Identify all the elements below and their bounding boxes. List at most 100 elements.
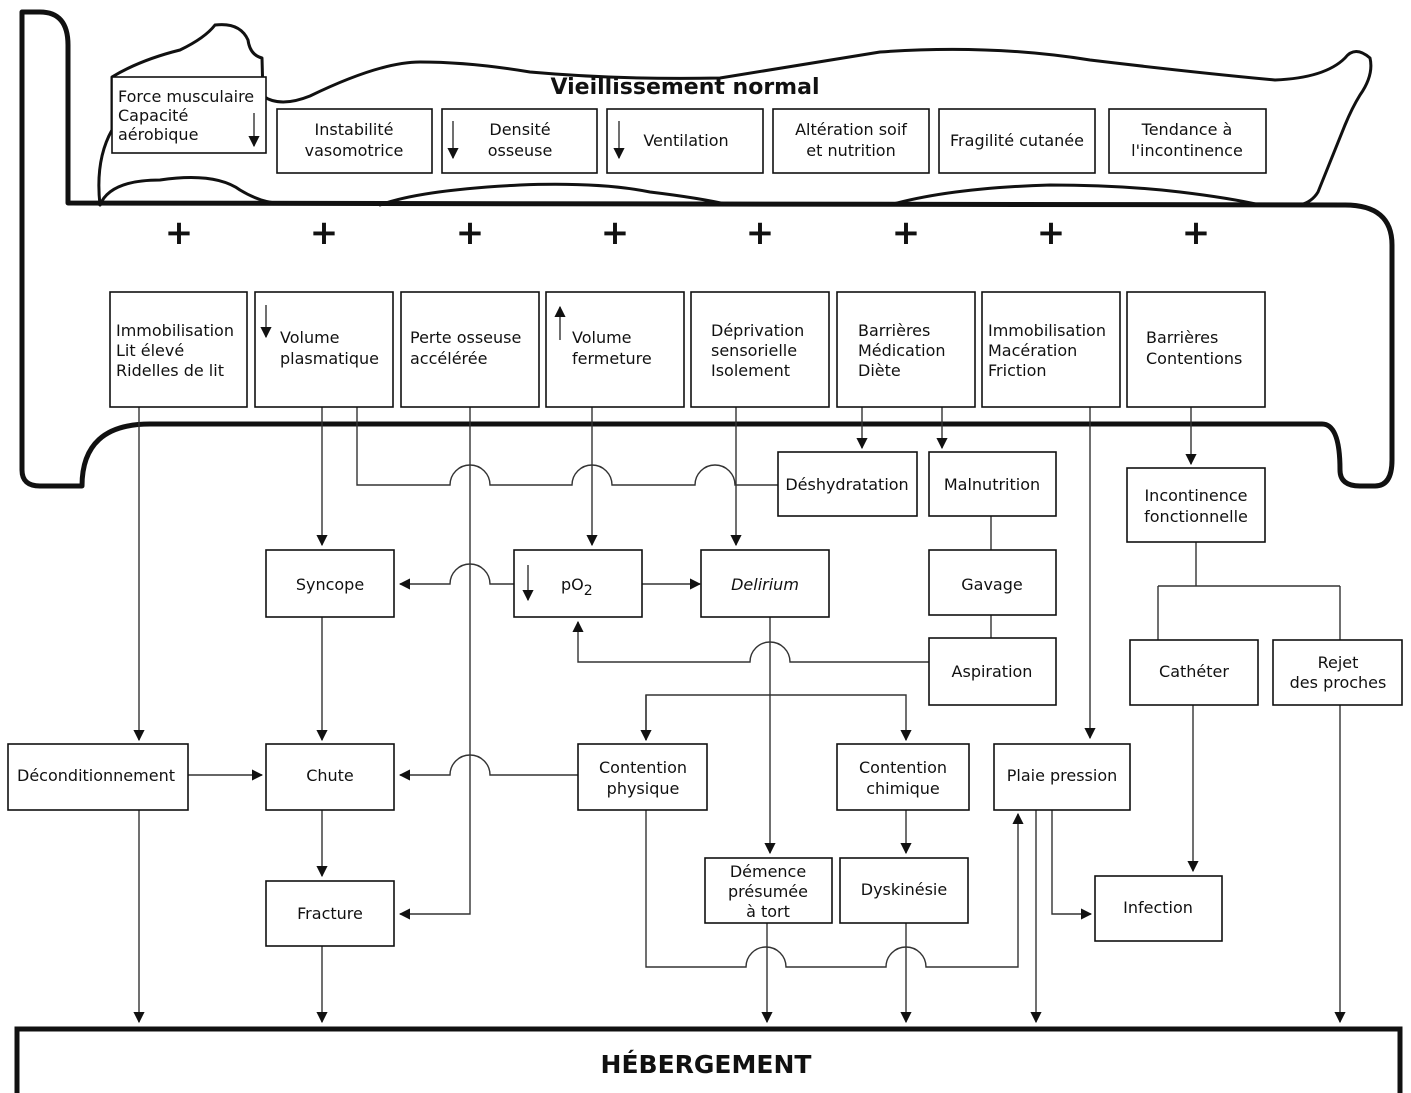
node-catheter: Cathéter: [1129, 639, 1259, 706]
node-gavage: Gavage: [928, 549, 1057, 616]
node-label: chimique: [866, 779, 940, 798]
plus-icon: +: [1037, 213, 1066, 253]
plus-signs: + + + + + + + +: [165, 213, 1211, 253]
connectors: [133, 390, 1346, 1024]
hospital-factor-line: Barrières: [858, 321, 930, 340]
node-label: Infection: [1123, 898, 1193, 917]
hospital-factor-line: Ridelles de lit: [116, 361, 224, 380]
aging-factor-incontinence: Tendance à l'incontinence: [1108, 108, 1267, 174]
aging-factor-muscle-strength: Force musculaire Capacité aérobique: [111, 76, 267, 154]
hospital-factor-line: Isolement: [711, 361, 790, 380]
node-deconditionnement: Déconditionnement: [7, 743, 189, 811]
node-malnutrition: Malnutrition: [928, 451, 1057, 517]
aging-factor-line: vasomotrice: [305, 141, 404, 160]
node-plaie-pression: Plaie pression: [993, 743, 1131, 811]
node-label: Syncope: [296, 575, 364, 594]
hospital-factor-line: Médication: [858, 341, 946, 360]
node-label: des proches: [1290, 673, 1387, 692]
aging-factors: Force musculaire Capacité aérobique Inst…: [111, 76, 1267, 174]
node-label: Contention: [859, 758, 947, 777]
node-label: fonctionnelle: [1144, 507, 1248, 526]
aging-factor-ventilation: Ventilation: [606, 108, 764, 174]
aging-factor-bone-density: Densité osseuse: [441, 108, 598, 174]
hospital-factor-line: Immobilisation: [988, 321, 1106, 340]
node-label: Gavage: [961, 575, 1022, 594]
hospital-factor-barriers-medication: Barrières Médication Diète: [836, 291, 976, 408]
hospital-factor-line: Perte osseuse: [410, 328, 521, 347]
node-syncope: Syncope: [265, 549, 395, 618]
node-label: pO2: [561, 575, 593, 599]
hospital-factor-line: Macération: [988, 341, 1077, 360]
node-label: Cathéter: [1159, 662, 1229, 681]
hospital-factors: Immobilisation Lit élevé Ridelles de lit…: [109, 291, 1266, 408]
hospital-factor-line: Déprivation: [711, 321, 804, 340]
hospital-factor-barriers-restraints: Barrières Contentions: [1126, 291, 1266, 408]
plus-icon: +: [746, 213, 775, 253]
node-label: Chute: [306, 766, 354, 785]
hebergement-box: HÉBERGEMENT: [14, 1026, 1403, 1093]
hospital-factor-line: Barrières: [1146, 328, 1218, 347]
hospital-factor-closing-volume: Volume fermeture: [545, 291, 685, 408]
aging-factor-line: Capacité: [118, 106, 188, 125]
node-incontinence: Incontinence fonctionnelle: [1126, 467, 1266, 543]
node-label: Démence: [730, 862, 806, 881]
node-label: Delirium: [731, 575, 799, 594]
node-label: Plaie pression: [1007, 766, 1118, 785]
bed-frame: [19, 9, 1395, 489]
aging-factor-skin-fragility: Fragilité cutanée: [938, 108, 1096, 174]
hospital-factor-immobilisation-bed: Immobilisation Lit élevé Ridelles de lit: [109, 291, 248, 408]
plus-icon: +: [601, 213, 630, 253]
plus-icon: +: [1182, 213, 1211, 253]
node-label: Déconditionnement: [17, 766, 175, 785]
hospital-factor-line: plasmatique: [280, 349, 379, 368]
node-contention-physique: Contention physique: [577, 743, 708, 811]
hospital-factor-line: sensorielle: [711, 341, 797, 360]
aging-factor-line: Densité: [489, 120, 550, 139]
hebergement-label: HÉBERGEMENT: [601, 1050, 812, 1079]
node-fracture: Fracture: [265, 880, 395, 947]
aging-factor-line: osseuse: [488, 141, 553, 160]
hospital-factor-line: Volume: [280, 328, 340, 347]
hospital-factor-plasma-volume: Volume plasmatique: [254, 291, 394, 408]
hospital-factor-line: Lit élevé: [116, 341, 184, 360]
outcomes: Déshydratation Malnutrition Incontinence…: [7, 451, 1403, 947]
node-label: Déshydratation: [785, 475, 908, 494]
po2-subscript: 2: [584, 583, 593, 599]
aging-factor-line: Instabilité: [315, 120, 394, 139]
hospital-factor-line: accélérée: [410, 349, 487, 368]
hospital-factor-line: Contentions: [1146, 349, 1242, 368]
patient-silhouette: [97, 23, 1373, 207]
aging-factor-line: aérobique: [118, 125, 198, 144]
hospital-factor-line: Friction: [988, 361, 1047, 380]
node-label: Aspiration: [952, 662, 1033, 681]
node-rejet: Rejet des proches: [1272, 639, 1403, 706]
node-label: Rejet: [1318, 653, 1359, 672]
aging-factor-line: l'incontinence: [1131, 141, 1243, 160]
aging-factor-line: Ventilation: [643, 131, 728, 150]
node-label: Fracture: [297, 904, 363, 923]
plus-icon: +: [456, 213, 485, 253]
node-chute: Chute: [265, 743, 395, 811]
node-label: présumée: [728, 882, 808, 901]
aging-factor-vasomotor: Instabilité vasomotrice: [276, 108, 433, 174]
node-contention-chimique: Contention chimique: [836, 743, 970, 811]
node-label: Contention: [599, 758, 687, 777]
node-label: Incontinence: [1144, 486, 1247, 505]
node-deshydratation: Déshydratation: [777, 451, 918, 517]
hospital-factor-line: fermeture: [572, 349, 652, 368]
diagram-title: Vieillissement normal: [551, 75, 820, 100]
node-label: Dyskinésie: [861, 880, 947, 899]
aging-factor-line: Tendance à: [1141, 120, 1233, 139]
aging-factor-line: et nutrition: [806, 141, 895, 160]
node-label: physique: [607, 779, 680, 798]
node-aspiration: Aspiration: [928, 637, 1057, 706]
hospital-factor-line: Volume: [572, 328, 632, 347]
node-delirium: Delirium: [700, 549, 830, 618]
hospital-factor-bone-loss: Perte osseuse accélérée: [400, 291, 540, 408]
hospital-factor-immobilisation-friction: Immobilisation Macération Friction: [981, 291, 1121, 408]
node-po2: pO2: [513, 549, 643, 618]
hospital-factor-sensory-deprivation: Déprivation sensorielle Isolement: [690, 291, 830, 408]
plus-icon: +: [165, 213, 194, 253]
hospital-factor-line: Immobilisation: [116, 321, 234, 340]
